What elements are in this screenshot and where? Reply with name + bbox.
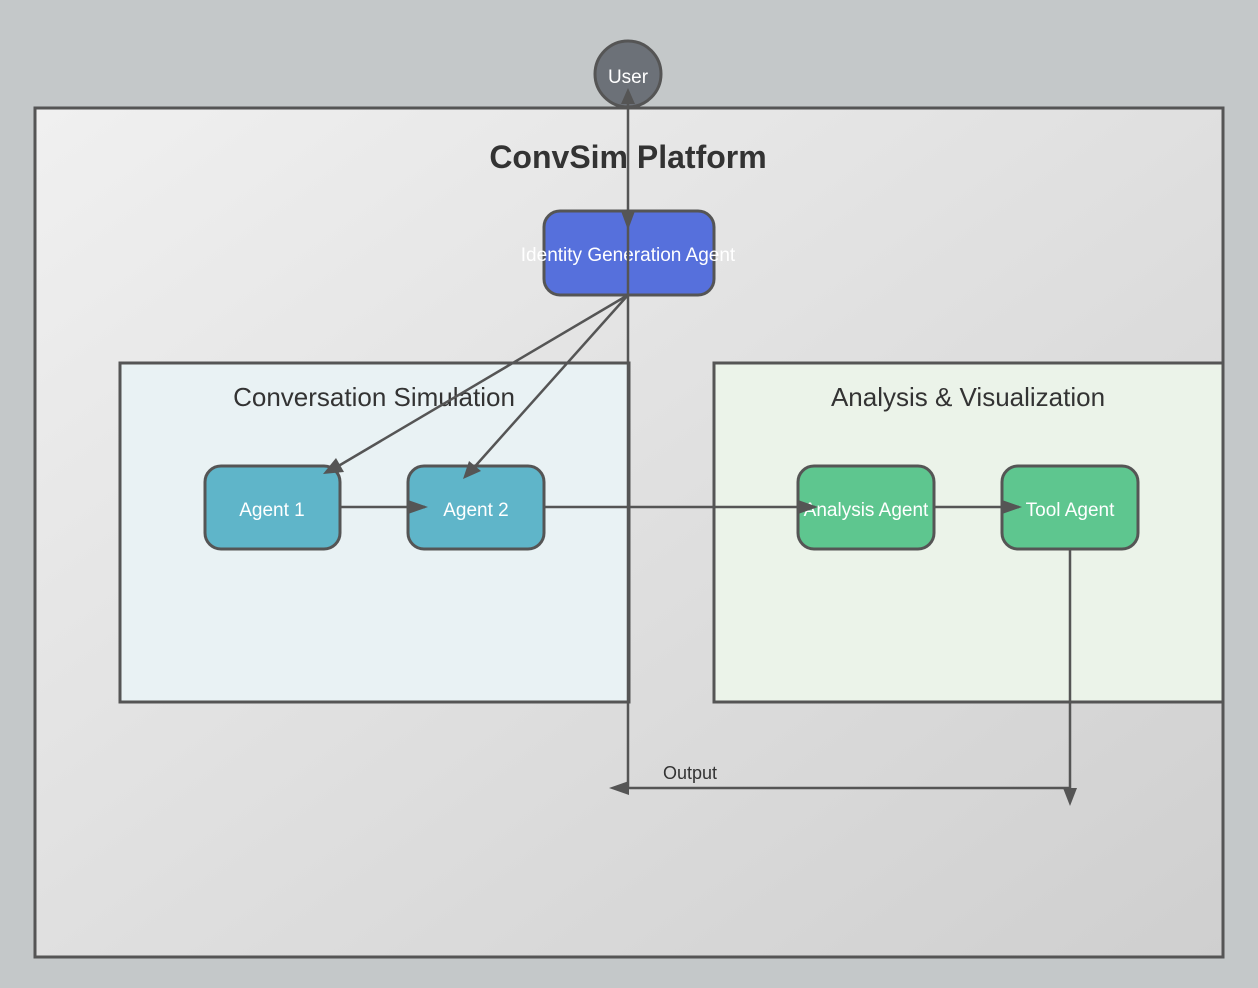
edges: Output bbox=[323, 92, 1077, 806]
edge-identity-to-agent-1 bbox=[334, 293, 629, 470]
edge-tool-agent-to-user bbox=[626, 295, 1072, 790]
edge-identity-to-agent-2 bbox=[469, 294, 629, 473]
analysis-visualization-box bbox=[712, 361, 1225, 704]
arrowhead-agent-1-in bbox=[323, 458, 344, 474]
node-user[interactable]: User bbox=[593, 39, 663, 109]
node-analysis-agent[interactable]: Analysis Agent bbox=[796, 464, 936, 551]
analysis-agent-label: Analysis Agent bbox=[804, 500, 929, 521]
conversation-simulation-title: Conversation Simulation bbox=[233, 382, 515, 412]
node-agent-1[interactable]: Agent 1 bbox=[203, 464, 342, 551]
agent-2-label: Agent 2 bbox=[443, 500, 509, 521]
arrowhead-user-in bbox=[621, 88, 635, 104]
edge-label-output: Output bbox=[663, 763, 717, 783]
arrowhead-analysis-agent-in bbox=[798, 500, 818, 514]
node-agent-2[interactable]: Agent 2 bbox=[406, 464, 546, 551]
arrowhead-identity-in bbox=[621, 211, 635, 230]
analysis-visualization-group: Analysis & Visualization bbox=[712, 361, 1225, 704]
conversation-simulation-box bbox=[118, 361, 631, 704]
arrowhead-agent-2-from-1 bbox=[408, 500, 428, 514]
agent-1-label: Agent 1 bbox=[239, 500, 305, 521]
user-label: User bbox=[608, 67, 649, 88]
arrowhead-agent-2-in bbox=[463, 461, 481, 479]
tool-agent-label: Tool Agent bbox=[1026, 500, 1115, 521]
node-tool-agent[interactable]: Tool Agent bbox=[1000, 464, 1140, 551]
analysis-visualization-title: Analysis & Visualization bbox=[831, 382, 1105, 412]
arrowhead-output-left bbox=[609, 781, 629, 795]
arrowhead-output-down bbox=[1063, 788, 1077, 806]
conversation-simulation-group: Conversation Simulation bbox=[118, 361, 631, 704]
arrowhead-tool-agent-in bbox=[1002, 500, 1022, 514]
